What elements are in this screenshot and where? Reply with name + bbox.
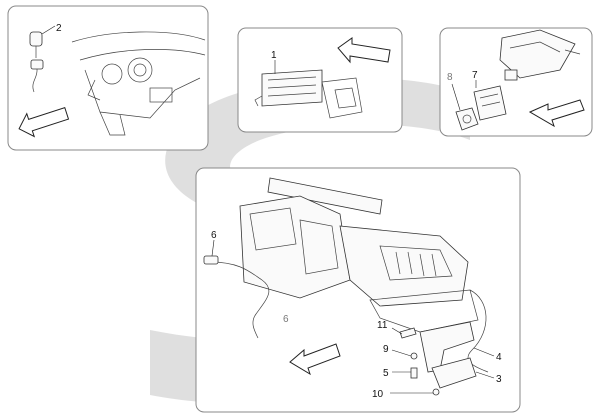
panel-dashboard: 2 — [7, 5, 209, 151]
part-hvac-housing — [239, 177, 479, 333]
part-4-bracket — [419, 321, 475, 373]
part-7-sensor-unit — [473, 85, 507, 121]
callout-7: 7 — [472, 70, 478, 81]
callout-2: 2 — [56, 23, 62, 34]
direction-arrow-1 — [18, 107, 70, 138]
part-6-sensor — [203, 255, 219, 265]
direction-arrow-4 — [289, 343, 341, 376]
part-10-nut — [432, 388, 440, 396]
callout-1: 1 — [271, 50, 277, 61]
part-11-clip — [399, 327, 417, 339]
callout-8: 8 — [447, 72, 453, 83]
callout-3: 3 — [496, 374, 502, 385]
callout-6-lower: 6 — [283, 314, 289, 325]
callout-6-upper: 6 — [211, 230, 217, 241]
part-1-frame — [321, 77, 363, 119]
wiring-harness — [209, 261, 270, 339]
part-housing — [499, 29, 581, 81]
callout-9: 9 — [383, 344, 389, 355]
callout-5: 5 — [383, 368, 389, 379]
part-9-nut — [410, 352, 418, 360]
part-8-cover — [455, 107, 479, 131]
part-2-sensor — [29, 31, 44, 93]
panel-hvac-assembly: 6 6 11 9 5 10 4 3 — [195, 167, 521, 413]
callout-4: 4 — [496, 352, 502, 363]
part-1-control-panel — [254, 69, 323, 107]
direction-arrow-2 — [337, 37, 391, 64]
callout-11: 11 — [377, 320, 388, 331]
panel-control-unit: 1 — [237, 27, 403, 133]
part-5-screw — [410, 367, 418, 379]
direction-arrow-3 — [528, 99, 585, 128]
part-3-module — [431, 357, 477, 389]
panel-sensor: 7 8 — [439, 27, 593, 137]
callout-10: 10 — [372, 389, 384, 400]
